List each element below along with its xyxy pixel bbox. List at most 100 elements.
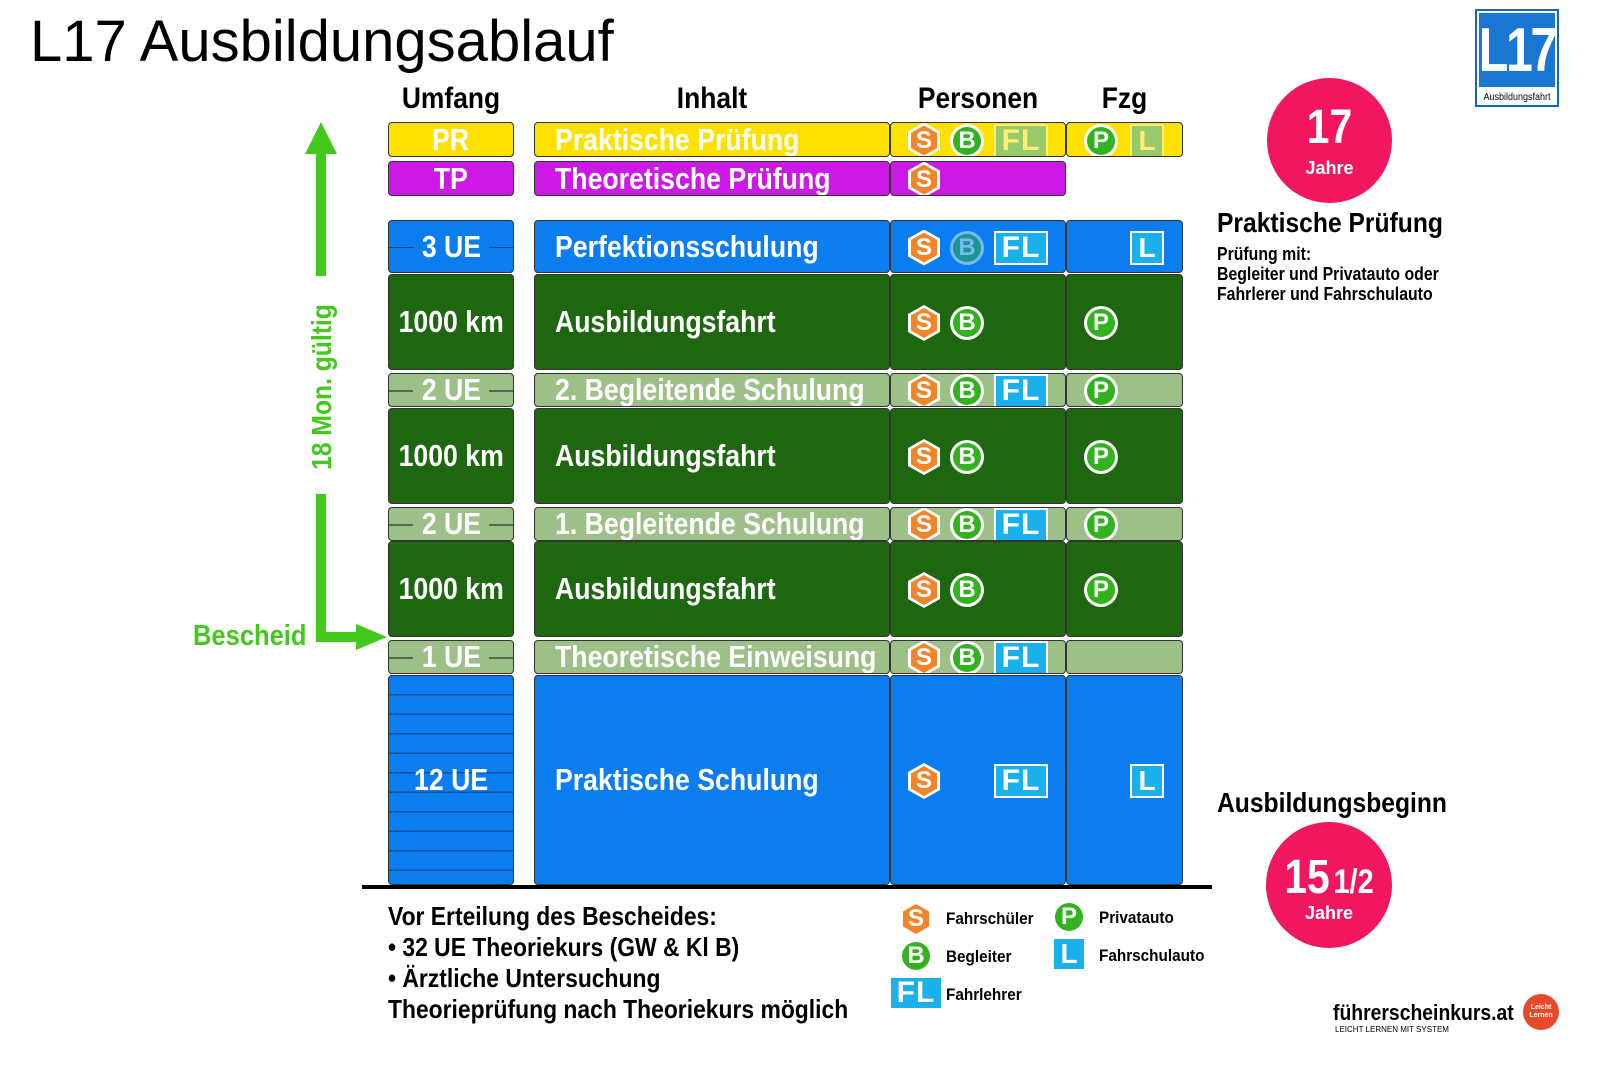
- legend-fl-icon: FL: [888, 975, 944, 1011]
- page-title: L17 Ausbildungsablauf: [30, 9, 614, 74]
- inhalt-cell: Praktische Schulung: [534, 675, 890, 885]
- umfang-dash-left: [389, 390, 413, 392]
- fzg-cell: L: [1066, 220, 1183, 273]
- bottom-note-line: Vor Erteilung des Bescheides:: [388, 901, 717, 931]
- pruefung-line: Prüfung mit:: [1217, 244, 1312, 264]
- fzg-cell: P: [1066, 541, 1183, 637]
- p-icon: P: [1083, 123, 1119, 156]
- s-icon: S: [907, 508, 941, 540]
- fl-icon: FL: [993, 641, 1049, 673]
- inhalt-cell: Theoretische Einweisung: [534, 640, 890, 674]
- s-icon: S: [907, 763, 941, 799]
- umfang-dash-left: [389, 524, 413, 526]
- age-15-number: 15: [1284, 851, 1330, 904]
- column-header-fzg: Fzg: [1101, 82, 1148, 115]
- fzg-cell: P: [1066, 373, 1183, 407]
- legend-p-icon: P: [1051, 899, 1087, 935]
- arrow-head-up: [305, 122, 337, 154]
- b-icon: B: [949, 305, 985, 341]
- umfang-label: 2 UE: [421, 507, 481, 541]
- umfang-cell: PR: [388, 122, 514, 157]
- p-icon: P: [1083, 508, 1119, 540]
- bottom-note-line: • Ärztliche Untersuchung: [388, 963, 661, 993]
- fl-icon: FL: [993, 123, 1049, 156]
- l-icon: L: [1129, 123, 1165, 156]
- brand-name: führerscheinkurs.at: [1333, 1000, 1514, 1025]
- umfang-label: 3 UE: [421, 228, 481, 264]
- umfang-cell: TP: [388, 161, 514, 196]
- p-icon: P: [1083, 439, 1119, 475]
- l-icon: L: [1129, 763, 1165, 799]
- inhalt-label: Praktische Schulung: [555, 762, 819, 797]
- umfang-label: 1000 km: [398, 438, 504, 473]
- personen-cell: S FL: [890, 675, 1066, 885]
- arrow-shaft-lower: [316, 494, 326, 642]
- inhalt-cell: Theoretische Prüfung: [534, 161, 890, 196]
- inhalt-label: Theoretische Einweisung: [555, 640, 877, 674]
- legend-l-icon: L: [1051, 936, 1087, 972]
- bottom-note-line: Theorieprüfung nach Theoriekurs möglich: [388, 994, 849, 1024]
- pruefung-details: Prüfung mit: Begleiter und Privatauto od…: [1217, 244, 1439, 304]
- umfang-dash-right: [489, 657, 513, 659]
- inhalt-cell: 1. Begleitende Schulung: [534, 507, 890, 541]
- arrow-shaft-upper: [316, 154, 326, 276]
- umfang-cell: 3 UE: [388, 220, 514, 273]
- p-icon: P: [1083, 374, 1119, 406]
- logo-text: L17: [1478, 15, 1558, 85]
- personen-cell: S: [890, 161, 1066, 196]
- pruefung-line: Begleiter und Privatauto oder: [1217, 264, 1439, 284]
- umfang-dash-left: [389, 246, 413, 248]
- b-icon: B: [949, 230, 985, 266]
- bottom-note-line: • 32 UE Theoriekurs (GW & Kl B): [388, 932, 740, 962]
- umfang-dash-right: [489, 246, 513, 248]
- s-icon: S: [907, 439, 941, 475]
- brand-seal: Leicht Lernen: [1523, 994, 1559, 1030]
- arrow-head-right: [356, 624, 387, 650]
- legend-label-b: Begleiter: [946, 947, 1012, 966]
- inhalt-cell: Praktische Prüfung: [534, 122, 890, 157]
- umfang-cell: 1000 km: [388, 541, 514, 637]
- b-icon: B: [949, 123, 985, 156]
- fl-icon: FL: [993, 763, 1049, 799]
- fl-icon: FL: [993, 374, 1049, 406]
- column-header-inhalt: Inhalt: [676, 82, 748, 115]
- umfang-cell: 1000 km: [388, 408, 514, 504]
- fzg-cell: P: [1066, 408, 1183, 504]
- inhalt-cell: Ausbildungsfahrt: [534, 408, 890, 504]
- logo-subtext: Ausbildungsfahrt: [1483, 92, 1551, 103]
- umfang-label: TP: [433, 161, 469, 196]
- inhalt-cell: Ausbildungsfahrt: [534, 541, 890, 637]
- inhalt-label: Theoretische Prüfung: [555, 161, 831, 196]
- inhalt-cell: Ausbildungsfahrt: [534, 274, 890, 370]
- fzg-cell: P: [1066, 507, 1183, 541]
- umfang-dash-right: [489, 390, 513, 392]
- umfang-label: 2 UE: [421, 373, 481, 407]
- arrow-shaft-right: [316, 632, 370, 642]
- legend-s-icon: S: [899, 900, 933, 938]
- legend: S Fahrschüler B Begleiter FL Fahrlehrer …: [888, 895, 1228, 1020]
- inhalt-cell: 2. Begleitende Schulung: [534, 373, 890, 407]
- legend-label-p: Privatauto: [1099, 908, 1174, 927]
- b-icon: B: [949, 572, 985, 608]
- s-icon: S: [907, 162, 941, 195]
- umfang-label: PR: [432, 122, 470, 157]
- age-15-unit: Jahre: [1304, 903, 1354, 923]
- b-icon: B: [949, 439, 985, 475]
- umfang-label: 1000 km: [398, 304, 504, 339]
- age-17-badge: 17 Jahre: [1267, 78, 1392, 203]
- b-icon: B: [949, 641, 985, 673]
- s-icon: S: [907, 572, 941, 608]
- umfang-cell: 12 UE: [388, 675, 514, 885]
- column-header-umfang: Umfang: [401, 82, 501, 115]
- umfang-dash-right: [489, 524, 513, 526]
- umfang-cell: 1000 km: [388, 274, 514, 370]
- fl-icon: FL: [993, 230, 1049, 266]
- brand: führerscheinkurs.at Leicht Lernen mit Sy…: [1333, 994, 1563, 1040]
- umfang-cell: 1 UE: [388, 640, 514, 674]
- l17-logo: L17 Ausbildungsfahrt: [1475, 9, 1559, 107]
- umfang-cell: 2 UE: [388, 373, 514, 407]
